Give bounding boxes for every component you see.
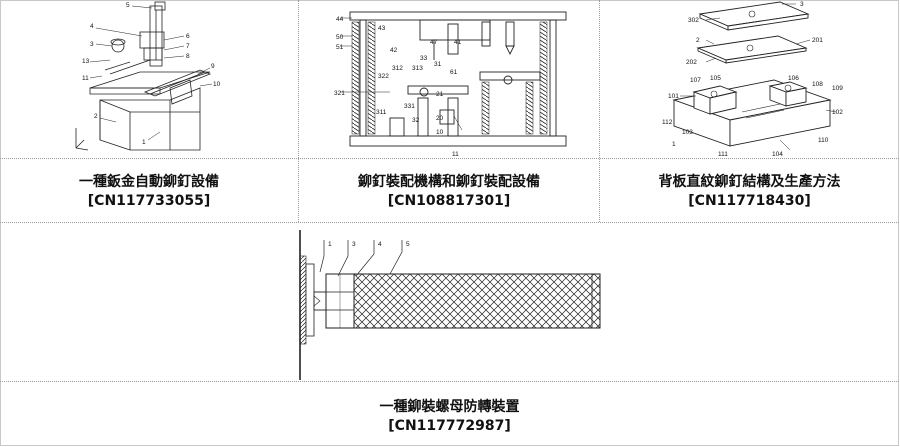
- patent-title: 背板直紋鉚釘結構及生產方法: [600, 173, 899, 192]
- ref-label: 33: [420, 55, 428, 62]
- ref-label: 105: [710, 75, 721, 82]
- ref-label: 3: [352, 241, 356, 248]
- ref-label: 4: [378, 241, 382, 248]
- ref-label: 3: [90, 41, 94, 48]
- ref-label: 9: [211, 63, 215, 70]
- patent-drawing-1: 5 4 3 13 11 6 7 8 9 10 2 1: [60, 0, 240, 158]
- ref-label: 5: [406, 241, 410, 248]
- patent-caption-4: 一種鉚裝螺母防轉裝置 [CN117772987]: [0, 398, 899, 436]
- ref-label: 201: [812, 37, 823, 44]
- ref-label: 10: [213, 81, 221, 88]
- patent-drawing-3: 3 302 2 201 202 101 107 105 106 108 109 …: [650, 0, 850, 158]
- ref-label: 43: [378, 25, 386, 32]
- ref-label: 4: [90, 23, 94, 30]
- ref-label: 112: [662, 119, 673, 126]
- ref-label: 42: [390, 47, 398, 54]
- ref-label: 1: [328, 241, 332, 248]
- ref-label: 312: [392, 65, 403, 72]
- patent-caption-3: 背板直紋鉚釘結構及生產方法 [CN117718430]: [600, 173, 899, 211]
- ref-label: 20: [436, 115, 444, 122]
- patent-number: [CN117772987]: [0, 417, 899, 436]
- ref-label: 331: [404, 103, 415, 110]
- ref-label: 321: [334, 90, 345, 97]
- ref-label: 311: [376, 109, 387, 116]
- patent-number: [CN117733055]: [0, 192, 298, 211]
- ref-label: 104: [772, 151, 783, 158]
- patent-title: 一種鈑金自動鉚釘設備: [0, 173, 298, 192]
- ref-label: 313: [412, 65, 423, 72]
- ref-label: 202: [686, 59, 697, 66]
- ref-label: 110: [818, 137, 829, 144]
- ref-label: 5: [126, 2, 130, 9]
- ref-label: 13: [82, 58, 90, 65]
- ref-label: 101: [668, 93, 679, 100]
- patent-caption-2: 鉚釘裝配機構和鉚釘裝配設備 [CN108817301]: [299, 173, 599, 211]
- ref-label: 8: [186, 53, 190, 60]
- ref-label: 3: [800, 1, 804, 8]
- rivet-nut-anti-rotation-drawing: 1 3 4 5: [290, 226, 610, 380]
- ref-label: 11: [452, 151, 459, 158]
- ref-label: 1: [142, 139, 146, 146]
- ref-label: 11: [82, 75, 89, 82]
- ref-label: 107: [690, 77, 701, 84]
- ref-label: 302: [688, 17, 699, 24]
- ref-label: 2: [696, 37, 700, 44]
- patent-number: [CN108817301]: [299, 192, 599, 211]
- ref-label: 1: [672, 141, 676, 148]
- ref-label: 106: [788, 75, 799, 82]
- ref-label: 31: [434, 61, 442, 68]
- row-divider-3: [0, 381, 899, 382]
- backplate-rivet-structure-drawing: 3 302 2 201 202 101 107 105 106 108 109 …: [650, 0, 850, 158]
- ref-label: 2: [94, 113, 98, 120]
- riveting-machine-drawing: 5 4 3 13 11 6 7 8 9 10 2 1: [60, 0, 240, 158]
- ref-label: 21: [436, 91, 444, 98]
- ref-label: 44: [336, 16, 344, 23]
- patent-caption-1: 一種鈑金自動鉚釘設備 [CN117733055]: [0, 173, 298, 211]
- ref-label: 61: [450, 69, 458, 76]
- patent-title: 鉚釘裝配機構和鉚釘裝配設備: [299, 173, 599, 192]
- ref-label: 6: [186, 33, 190, 40]
- ref-label: 111: [718, 151, 728, 158]
- row-divider-2: [0, 222, 899, 223]
- rivet-assembly-mechanism-drawing: 44 50 51 43 42 47 41 321 322 312 313 33 …: [330, 0, 580, 158]
- patent-number: [CN117718430]: [600, 192, 899, 211]
- patent-title: 一種鉚裝螺母防轉裝置: [0, 398, 899, 417]
- row-divider-1: [0, 158, 899, 159]
- ref-label: 10: [436, 129, 444, 136]
- patent-drawing-4: 1 3 4 5: [290, 226, 610, 380]
- ref-label: 41: [454, 39, 462, 46]
- ref-label: 102: [832, 109, 843, 116]
- ref-label: 47: [430, 39, 438, 46]
- ref-label: 109: [832, 85, 843, 92]
- ref-label: 322: [378, 73, 389, 80]
- ref-label: 51: [336, 44, 344, 51]
- ref-label: 32: [412, 117, 420, 124]
- ref-label: 108: [812, 81, 823, 88]
- ref-label: 50: [336, 34, 344, 41]
- ref-label: 7: [186, 43, 190, 50]
- ref-label: 103: [682, 129, 693, 136]
- patent-drawing-2: 44 50 51 43 42 47 41 321 322 312 313 33 …: [330, 0, 580, 158]
